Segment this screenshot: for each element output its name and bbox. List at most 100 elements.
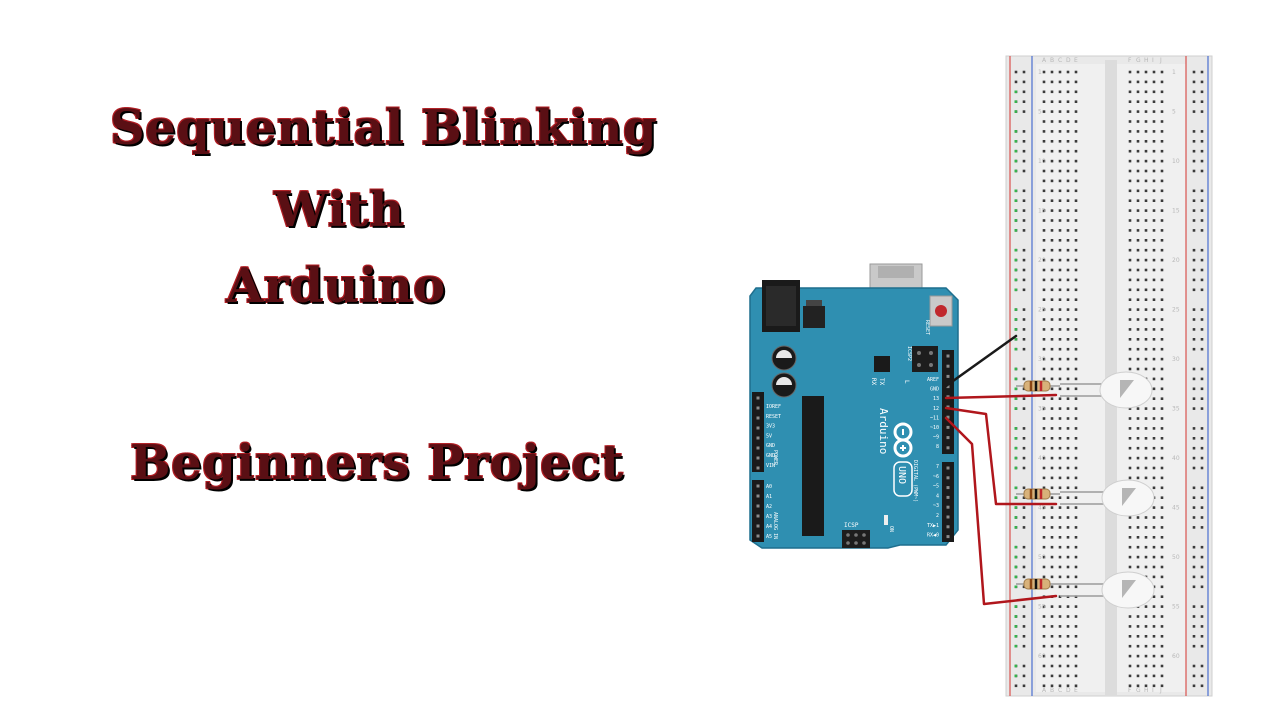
l-label: L <box>903 380 910 384</box>
icsp-label: ICSP <box>844 522 859 529</box>
icsp2-header <box>912 346 938 372</box>
bb-col-letter: A <box>1042 57 1047 64</box>
digital-pin-label: 4 <box>936 493 939 499</box>
uno-badge <box>893 461 913 497</box>
bb-col-letter: E <box>1074 687 1078 694</box>
digital-header-bottom <box>942 462 954 542</box>
bb-row-number: 25 <box>1172 307 1180 314</box>
analog-pin-label: A4 <box>766 524 772 530</box>
power-label: POWER <box>772 450 778 466</box>
bb-row-number: 50 <box>1038 554 1046 561</box>
bb-row-number: 5 <box>1172 109 1176 116</box>
bb-row-number: 10 <box>1172 158 1180 165</box>
digital-pin-label: RX◀0 <box>927 533 939 539</box>
bb-row-number: 30 <box>1172 356 1180 363</box>
reset-label: RESET <box>924 320 930 335</box>
digital-pin-label: 12 <box>933 406 939 412</box>
arduino-logo-icon <box>893 422 913 458</box>
title-line-1: Sequential Blinking <box>110 100 657 156</box>
bb-row-number: 40 <box>1172 455 1180 462</box>
bb-row-number: 20 <box>1172 257 1180 264</box>
bb-row-number: 60 <box>1172 653 1180 660</box>
atmega-chip <box>802 396 824 536</box>
bb-row-number: 30 <box>1038 356 1046 363</box>
bb-row-number: 25 <box>1038 307 1046 314</box>
digital-pin-label: ~9 <box>933 435 939 441</box>
bb-col-letter: B <box>1050 687 1054 694</box>
bb-col-letter: H <box>1144 687 1149 694</box>
digital-pin-label: 7 <box>936 464 939 470</box>
bb-col-letter: A <box>1042 687 1047 694</box>
board-name: Arduino <box>877 408 890 454</box>
power-pin-label: VIN <box>766 463 775 469</box>
digital-pin-label: AREF <box>927 377 939 383</box>
bb-col-letter: J <box>1159 687 1162 694</box>
pin13-wire <box>944 393 1058 400</box>
analog-pin-label: A5 <box>766 534 772 540</box>
analog-pin-label: A1 <box>766 494 772 500</box>
bb-row-number: 55 <box>1172 604 1180 611</box>
digital-label: DIGITAL (PWM~) <box>912 460 918 502</box>
digital-header-top <box>942 350 954 454</box>
bb-row-number: 15 <box>1038 208 1046 215</box>
bb-col-letter: J <box>1159 57 1162 64</box>
arduino-uno-board: RESET ICSP2 TX RX L Arduino UNO DIGITAL … <box>749 263 959 549</box>
bb-row-number: 50 <box>1172 554 1180 561</box>
bb-col-letter: D <box>1066 57 1071 64</box>
bb-col-letter: C <box>1058 57 1062 64</box>
bb-col-letter: G <box>1136 687 1141 694</box>
pin12-wire <box>944 406 1058 506</box>
tx-label: TX <box>878 378 885 386</box>
digital-pin-label: TX▶1 <box>927 523 939 529</box>
analog-pin-label: A0 <box>766 484 772 490</box>
bb-col-letter: G <box>1136 57 1141 64</box>
power-header <box>752 392 764 472</box>
digital-pin-label: ~5 <box>933 484 939 490</box>
bb-row-number: 10 <box>1038 158 1046 165</box>
bb-row-number: 60 <box>1038 653 1046 660</box>
digital-pin-label: 13 <box>933 396 939 402</box>
bb-col-letter: I <box>1152 687 1154 694</box>
digital-pin-label: 8 <box>936 444 939 450</box>
pin11-wire <box>944 416 1058 606</box>
digital-pin-label: ~6 <box>933 474 939 480</box>
bb-col-letter: C <box>1058 687 1062 694</box>
digital-pin-labels-bottom: 7 ~6 ~5 4 ~3 2TX▶1RX◀0 <box>927 464 939 539</box>
bb-row-number: 1 <box>1172 69 1176 76</box>
title-line-3: Arduino <box>226 258 446 314</box>
analog-label: ANALOG IN <box>772 512 778 539</box>
power-pin-label: GND <box>766 443 775 449</box>
breadboard-holes <box>1014 70 1204 688</box>
analog-pin-label: A3 <box>766 514 772 520</box>
wires <box>944 334 1058 606</box>
digital-pin-label: GND <box>930 387 939 393</box>
bb-row-number: 5 <box>1038 109 1042 116</box>
bb-col-letter: H <box>1144 57 1149 64</box>
power-pin-label: 3V3 <box>766 424 775 430</box>
on-led <box>884 515 888 525</box>
digital-pin-label: 2 <box>936 513 939 519</box>
bb-col-letter: E <box>1074 57 1078 64</box>
bb-row-number: 35 <box>1172 406 1180 413</box>
led-stage-3 <box>1016 571 1155 609</box>
power-pin-label: 5V <box>766 433 772 439</box>
subtitle-line: Beginners Project <box>130 435 624 491</box>
bb-row-number: 35 <box>1038 406 1046 413</box>
power-pin-label: IOREF <box>766 404 781 410</box>
bb-row-number: 1 <box>1038 69 1042 76</box>
gnd-wire <box>944 334 1018 388</box>
bb-row-number: 55 <box>1038 604 1046 611</box>
bb-col-letter: F <box>1128 57 1132 64</box>
rx-label: RX <box>870 378 877 386</box>
on-label: ON <box>888 526 894 532</box>
usb-chip <box>874 356 890 372</box>
voltage-regulator <box>803 306 825 328</box>
digital-pin-label: ~3 <box>933 503 939 509</box>
analog-pin-label: A2 <box>766 504 772 510</box>
